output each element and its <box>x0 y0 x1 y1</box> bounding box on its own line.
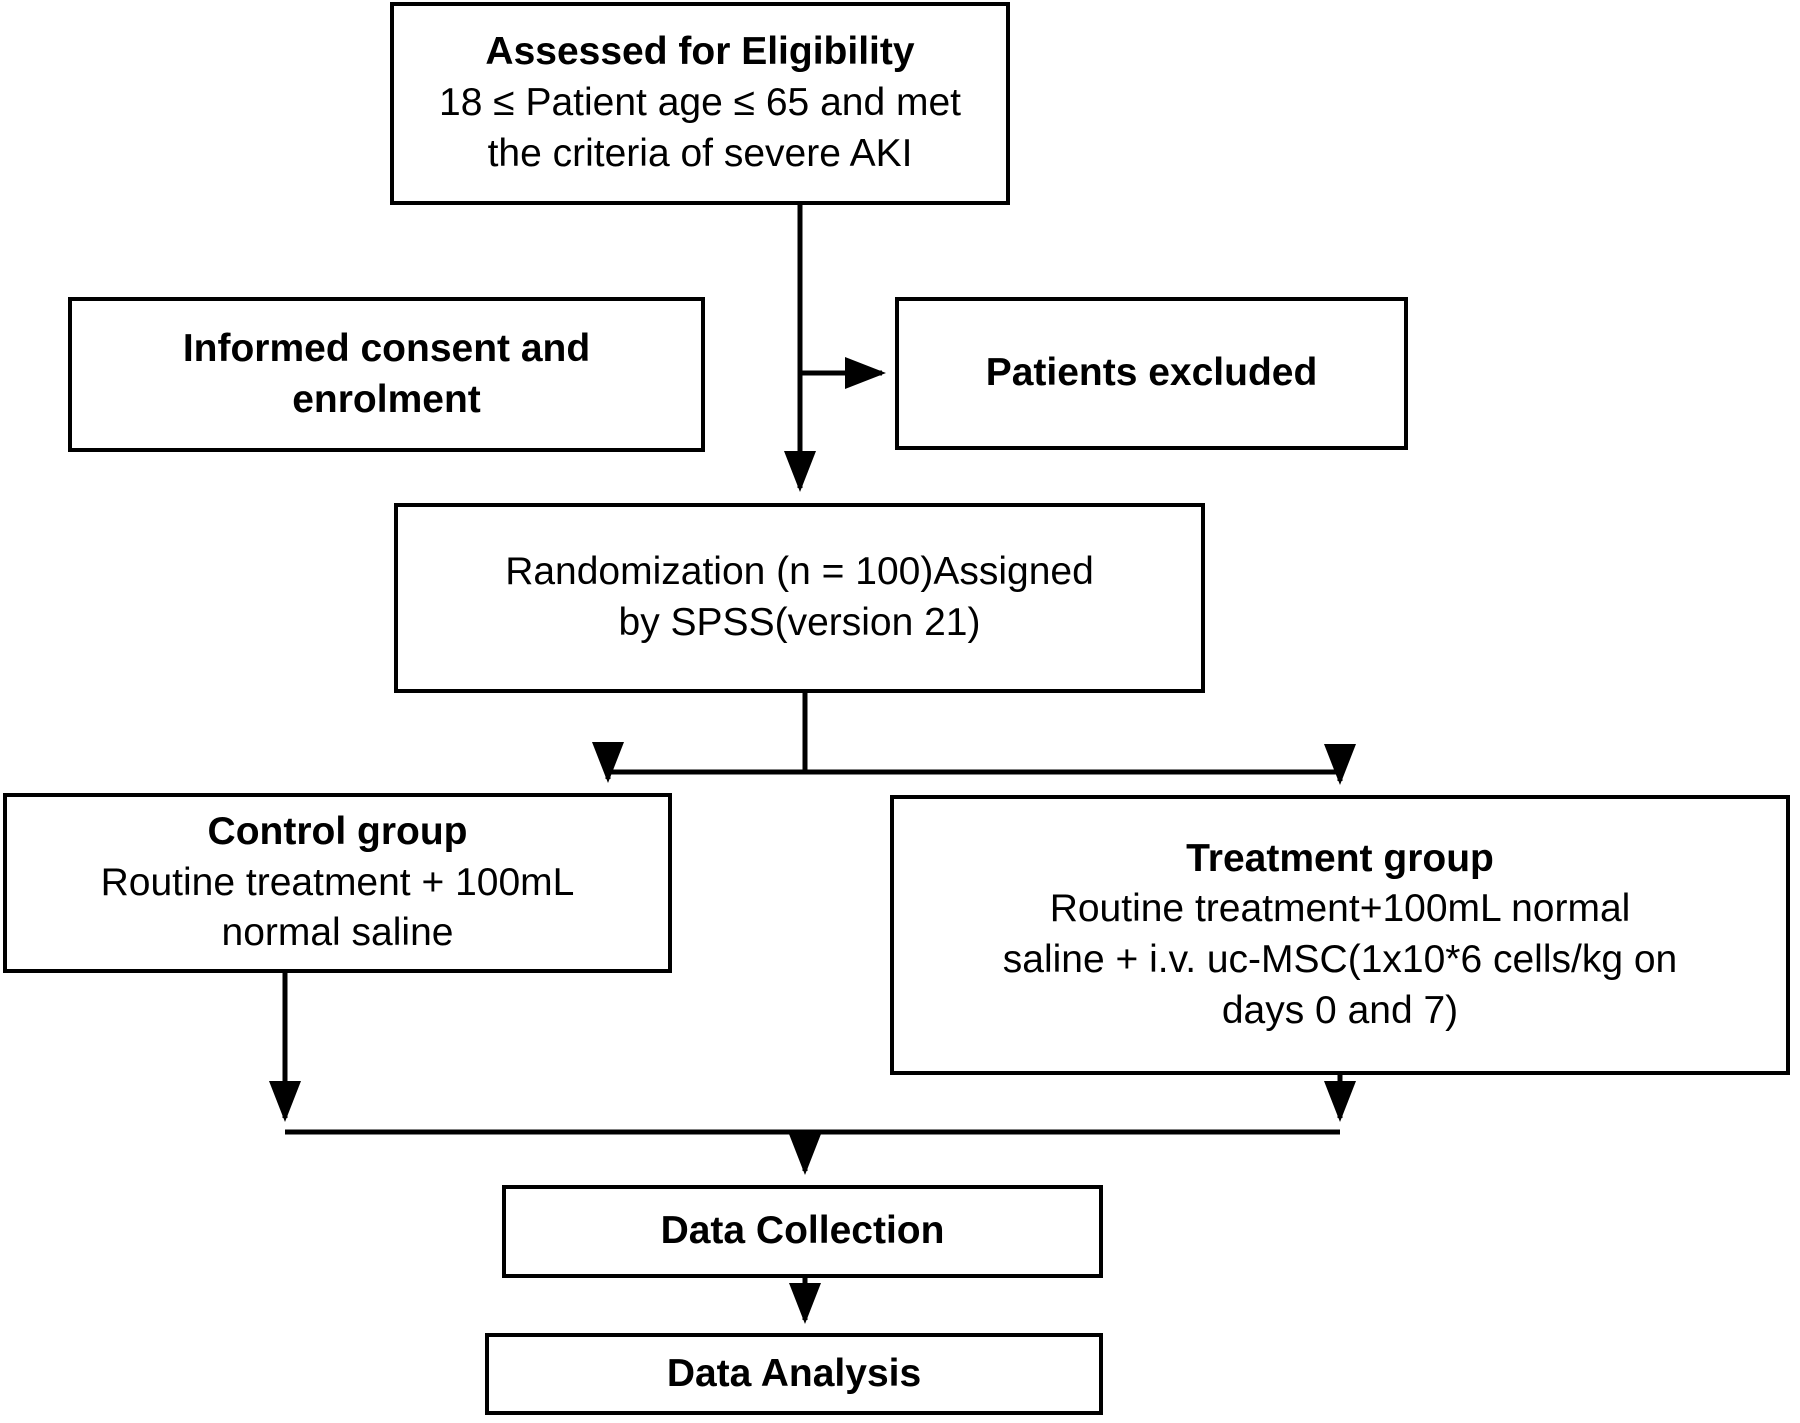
node-analysis-line-1: Data Analysis <box>666 1351 922 1395</box>
node-assessed-for-eligibility[interactable]: Assessed for Eligibility 18 ≤ Patient ag… <box>390 2 1010 205</box>
node-randomization-line-2: by SPSS(version 21) <box>618 601 981 644</box>
node-control-line-1: Control group <box>207 809 468 853</box>
node-data-collection[interactable]: Data Collection <box>502 1185 1103 1278</box>
node-informed-consent-and-enrolment[interactable]: Informed consent and enrolment <box>68 297 705 452</box>
node-assessed-line-3: the criteria of severe AKI <box>487 131 913 175</box>
node-patients-excluded[interactable]: Patients excluded <box>895 297 1408 450</box>
node-treatment-group[interactable]: Treatment group Routine treatment+100mL … <box>890 795 1790 1075</box>
node-treatment-line-2: Routine treatment+100mL normal <box>1049 887 1631 931</box>
node-consent-line-1: Informed consent and <box>182 326 591 370</box>
node-data-analysis[interactable]: Data Analysis <box>485 1333 1103 1415</box>
edge-merge-to-collection <box>285 1129 1340 1175</box>
node-control-line-3: normal saline <box>221 911 454 955</box>
node-assessed-line-1: Assessed for Eligibility <box>485 30 915 74</box>
node-excluded-line-1: Patients excluded <box>985 351 1318 395</box>
node-consent-line-2: enrolment <box>292 377 481 421</box>
node-treatment-line-1: Treatment group <box>1186 836 1494 880</box>
node-randomization-line-1: Randomization (n = 100)Assigned <box>505 550 1094 594</box>
node-control-line-2: Routine treatment + 100mL <box>100 860 575 904</box>
node-collection-line-1: Data Collection <box>660 1209 945 1253</box>
node-treatment-line-3: saline + i.v. uc-MSC(1x10*6 cells/kg on <box>1002 938 1678 981</box>
node-treatment-line-4: days 0 and 7) <box>1221 988 1459 1032</box>
node-control-group[interactable]: Control group Routine treatment + 100mL … <box>3 793 672 973</box>
node-randomization[interactable]: Randomization (n = 100)Assigned by SPSS(… <box>394 503 1205 693</box>
node-assessed-line-2: 18 ≤ Patient age ≤ 65 and met <box>439 81 961 125</box>
edge-randomization-split <box>608 693 1340 775</box>
